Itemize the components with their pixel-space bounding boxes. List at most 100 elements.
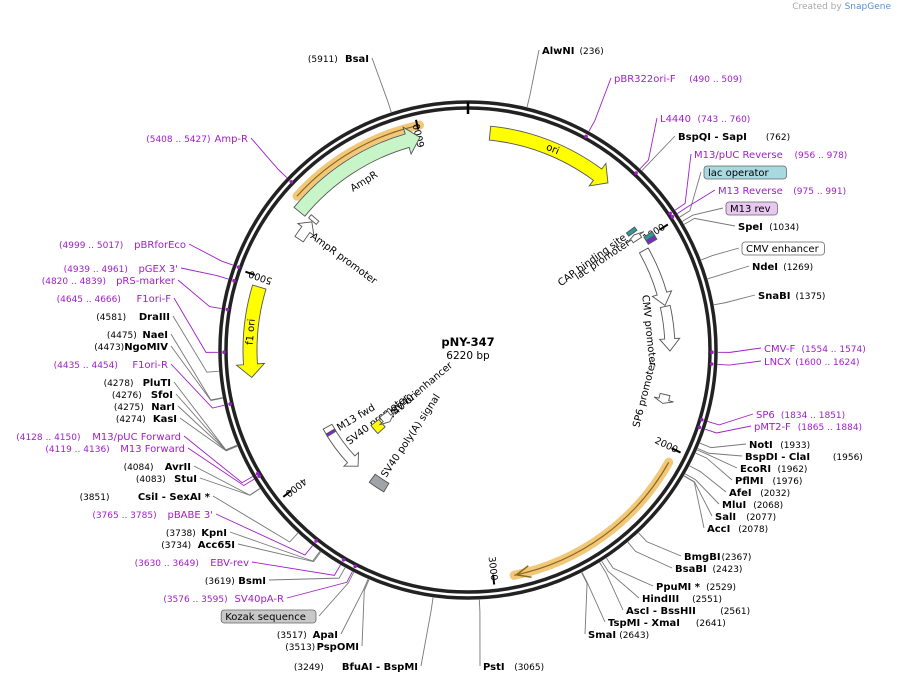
stui-position: (4083)	[136, 475, 166, 485]
sv40pa-r-site	[353, 564, 357, 569]
mlui-position: (2068)	[753, 501, 783, 511]
sp6-promoter-feature	[653, 392, 674, 404]
afei-label: AfeI(2032)	[729, 488, 790, 499]
pmt2-f-site	[697, 425, 702, 430]
draiii-position: (4581)	[96, 313, 126, 323]
ampr-label: AmpR	[349, 169, 380, 194]
tspmi-xmai-name: TspMI - XmaI	[608, 618, 680, 629]
smai-position: (2643)	[619, 631, 649, 641]
lac-operator-label-label: lac operator	[703, 165, 787, 180]
naei-name: NaeI	[142, 330, 168, 341]
bmgbi-label: BmgBI(2367)	[684, 552, 751, 563]
apai-position: (3517)	[277, 631, 307, 641]
sv40polya-signal-feature	[368, 473, 390, 493]
pmt2-f-leader	[704, 425, 752, 434]
f1-ori-label: f1 ori	[245, 318, 258, 345]
acci-name: AccI	[707, 524, 730, 535]
pgex-3-position: (4939 .. 4961)	[64, 265, 128, 275]
cmv-enhancer-label-label: CMV enhancer	[741, 241, 825, 256]
asci-bsshii-position: (2561)	[720, 607, 750, 617]
m13-reverse-leader	[677, 189, 716, 214]
bsmi-name: BsmI	[238, 576, 266, 587]
snabi-name: SnaBI	[758, 291, 790, 302]
tick-mark	[658, 223, 669, 231]
nari-position: (4275)	[114, 403, 144, 413]
sv40pa-r-position: (3576 .. 3595)	[163, 595, 227, 605]
noti-label: NotI(1933)	[749, 440, 810, 451]
avrii-label: AvrII(4084)	[124, 462, 191, 473]
pgex-3-label: pGEX 3'(4939 .. 4961)	[64, 264, 178, 275]
m13-puc-reverse-name: M13/pUC Reverse	[694, 150, 783, 161]
bmgbi-name: BmgBI	[684, 552, 721, 563]
spei-leader	[683, 217, 736, 227]
label-layer: AlwNI(236)pBR322ori-F(490 .. 509)L4440(7…	[16, 46, 866, 673]
kasi-name: KasI	[153, 414, 177, 425]
spei-position: (1034)	[769, 223, 799, 233]
f1ori-r-name: F1ori-R	[132, 360, 168, 371]
ppumi-label: PpuMI *(2529)	[656, 582, 736, 593]
stui-name: StuI	[174, 474, 197, 485]
avrii-leader	[193, 465, 261, 496]
sp6-position: (1834 .. 1851)	[781, 411, 845, 421]
f1ori-f-leader	[173, 297, 219, 353]
ngomiv-leader	[170, 345, 223, 401]
tick-mark	[415, 119, 420, 130]
sp6-leader	[707, 413, 754, 426]
draiii-leader	[172, 315, 219, 373]
alwni-position: (236)	[580, 47, 604, 57]
sv40pa-r-name: SV40pA-R	[235, 594, 284, 605]
bfuai-bspmi-leader	[420, 597, 434, 667]
nari-label: NarI(4275)	[114, 402, 175, 413]
m13-reverse-name: M13 Reverse	[718, 186, 783, 197]
ori-feature	[488, 125, 609, 187]
m13-reverse-position: (975 .. 991)	[793, 187, 846, 197]
acci-position: (2078)	[738, 525, 768, 535]
f1ori-f-name: F1ori-F	[137, 294, 172, 305]
ebv-rev-label: EBV-rev(3630 .. 3649)	[135, 558, 249, 569]
highlight-lower-line	[514, 462, 670, 576]
kpni-leader	[229, 531, 321, 562]
pbrforeco-leader	[188, 243, 234, 266]
l4440-leader	[639, 117, 658, 170]
ppumi-position: (2529)	[706, 583, 736, 593]
stui-label: StuI (4083)	[136, 474, 197, 485]
mlui-leader	[684, 473, 720, 505]
pbabe-3-leader	[215, 513, 313, 556]
bmgbi-leader	[638, 532, 682, 557]
asci-bsshii-leader	[599, 562, 624, 611]
cmv-promoter-label: CMV promoter	[639, 294, 658, 368]
psti-label: PstI(3065)	[483, 662, 544, 673]
pflmi-name: PflMI	[735, 476, 763, 487]
lncx-site	[709, 362, 714, 366]
sfoi-leader	[175, 393, 238, 451]
sp6-site	[700, 417, 704, 422]
sfoi-label: SfoI(4276)	[112, 390, 173, 401]
prs-marker-leader	[177, 279, 222, 309]
m13-puc-reverse-leader	[674, 153, 692, 211]
kozak-sequence-leader	[318, 572, 355, 617]
pbr322ori-f-name: pBR322ori-F	[614, 74, 676, 85]
cmv-enhancer-label-leader	[701, 247, 740, 261]
bspqi-sapi-leader	[641, 135, 676, 171]
smai-leader	[581, 572, 588, 635]
bsmi-leader	[268, 567, 346, 581]
pmt2-f-position: (1865 .. 1884)	[798, 423, 862, 433]
l4440-label: L4440(743 .. 760)	[660, 114, 750, 125]
acc65i-leader	[237, 543, 322, 563]
pgex-3-leader	[180, 267, 229, 280]
kpni-name: KpnI	[201, 528, 227, 539]
orf-arrow-lower	[514, 565, 532, 579]
tick-label: 2000	[653, 435, 680, 455]
pluti-position: (4278)	[104, 379, 134, 389]
m13-puc-reverse-label: M13/pUC Reverse(956 .. 978)	[694, 150, 847, 161]
pflmi-position: (1976)	[773, 477, 803, 487]
amp-r-position: (5408 .. 5427)	[146, 135, 210, 145]
m13-forward-leader	[187, 447, 255, 487]
pbabe-3-position: (3765 .. 3785)	[92, 511, 156, 521]
tick-mark	[671, 447, 681, 454]
hindiii-label: HindIII(2551)	[642, 594, 722, 605]
sali-label: SalI(2077)	[715, 512, 776, 523]
naei-leader	[170, 333, 223, 401]
amp-r-leader	[250, 137, 288, 178]
cmv-enhancer-label-text: CMV enhancer	[746, 244, 820, 255]
